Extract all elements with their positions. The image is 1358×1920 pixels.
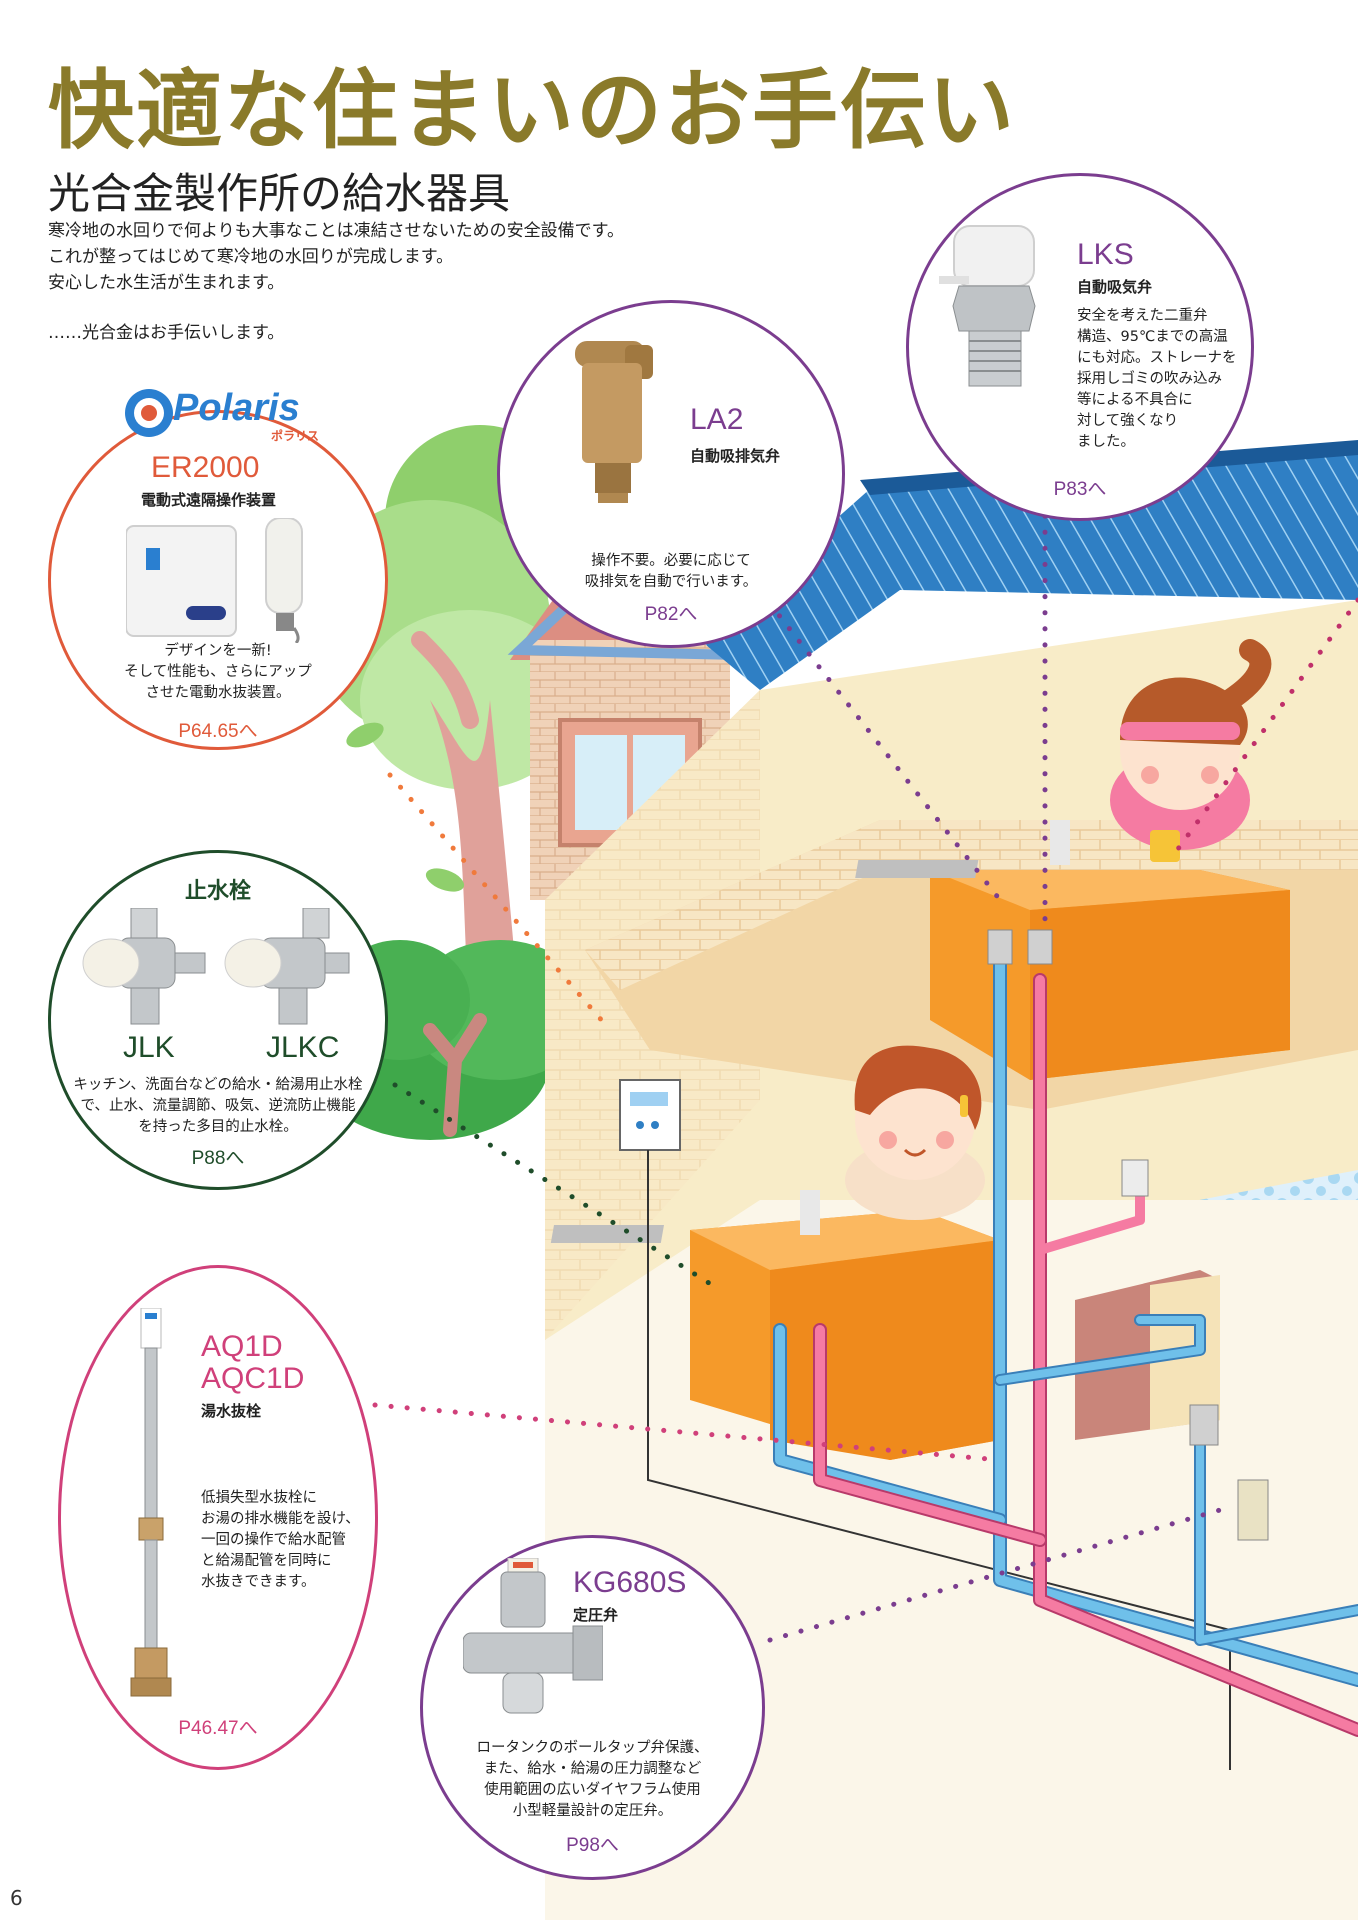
product-kind: 定圧弁 [573,1606,619,1624]
desc-line: 小型軽量設計の定圧弁。 [512,1803,673,1819]
intro-sign: ……光合金はお手伝いします。 [48,323,285,343]
polaris-logo: Polaris ポラリス [121,383,331,443]
page-title: 快適な住まいのお手伝い [48,61,1016,161]
desc-line: 水抜きできます。 [201,1574,316,1590]
aq1d-drain-valve-image [130,1308,172,1697]
product-description: 安全を考えた二重弁 構造、95℃までの高温 にも対応。ストレーナを 採用しゴミの… [1077,306,1237,453]
page-link[interactable]: P83へ [1053,479,1107,500]
page-link[interactable]: P64.65へ [178,721,258,742]
product-code-a: JLK [123,1031,175,1064]
product-code-b: JLKC [266,1031,340,1064]
kg680s-callout: KG680S 定圧弁 ロータンクのボールタップ弁保護、 また、給水・給湯の圧力調… [420,1535,765,1880]
intro-line: 寒冷地の水回りで何よりも大事なことは凍結させないための安全設備です。 [48,221,624,241]
jlk-stopcock-image [82,908,206,1025]
product-heading: 止水栓 [184,879,251,904]
desc-line: 等による不具合に [1077,392,1193,408]
desc-line: また、給水・給湯の圧力調整など [483,1761,702,1777]
lks-valve-image [939,225,1036,387]
section-subtitle: 光合金製作所の給水器具 [48,169,511,218]
polaris-wordmark: Polaris [173,387,300,429]
desc-line: 使用範囲の広いダイヤフラム使用 [484,1782,701,1798]
product-kind: 自動吸気弁 [1077,278,1153,296]
desc-line: と給湯配管を同時に [201,1553,332,1569]
desc-line: で、止水、流量調節、吸気、逆流防止機能 [80,1098,356,1114]
intro-paragraph: 寒冷地の水回りで何よりも大事なことは凍結させないための安全設備です。 これが整っ… [48,218,624,296]
aq1d-callout: AQ1D AQC1D 湯水抜栓 低損失型水抜栓に お湯の排水機能を設け、 一回の… [58,1265,378,1770]
page-link[interactable]: P88へ [191,1148,245,1169]
product-kind: 湯水抜栓 [201,1402,262,1420]
product-description: 操作不要。必要に応じて 吸排気を自動で行います。 [500,551,842,593]
product-kind: 電動式遠隔操作装置 [141,491,277,509]
desc-line: 操作不要。必要に応じて [591,553,751,569]
page-link[interactable]: P82へ [644,604,698,625]
er2000-controller-image [126,518,303,643]
desc-line: 構造、95℃までの高温 [1077,329,1228,345]
page-link[interactable]: P98へ [566,1835,619,1856]
product-description: デザインを一新! そして性能も、さらにアップ させた電動水抜装置。 [51,641,385,704]
er2000-callout: Polaris ポラリス ER2000 電動式遠隔操作装置 デザインを一新! そ… [48,387,388,750]
polaris-kana: ポラリス [271,429,320,443]
product-kind: 自動吸排気弁 [690,447,781,465]
lks-callout: LKS 自動吸気弁 安全を考えた二重弁 構造、95℃までの高温 にも対応。ストレ… [906,173,1254,521]
desc-line: そして性能も、さらにアップ [124,664,312,680]
kg680s-valve-image [463,1558,603,1714]
desc-line: にも対応。ストレーナを [1077,350,1237,366]
product-code: ER2000 [151,451,260,484]
product-code-a: AQ1D [201,1330,283,1363]
polaris-emblem-icon [125,389,173,437]
desc-line: 採用しゴミの吹み込み [1077,371,1222,387]
product-code: LA2 [690,403,744,436]
page-number: 6 [10,1886,23,1910]
desc-line: ました。 [1077,434,1135,450]
jlkc-stopcock-image [224,908,350,1025]
product-description: 低損失型水抜栓に お湯の排水機能を設け、 一回の操作で給水配管 と給湯配管を同時… [201,1488,360,1593]
desc-line: デザインを一新! [164,643,272,659]
la2-callout: LA2 自動吸排気弁 操作不要。必要に応じて 吸排気を自動で行います。 P82へ [497,300,845,648]
desc-line: お湯の排水機能を設け、 [201,1511,360,1527]
desc-line: を持った多目的止水栓。 [138,1119,298,1135]
page-link[interactable]: P46.47へ [178,1718,258,1739]
jlk-callout: 止水栓 JLK JLKC キッチン、洗面台などの給水・給湯用止水栓 で、止水、流… [48,850,388,1190]
la2-valve-image [575,341,653,503]
desc-line: させた電動水抜装置。 [145,685,291,701]
desc-line: キッチン、洗面台などの給水・給湯用止水栓 [73,1077,363,1093]
intro-line: これが整ってはじめて寒冷地の水回りが完成します。 [48,247,454,267]
desc-line: 低損失型水抜栓に [201,1490,317,1506]
intro-line: 安心した水生活が生まれます。 [48,273,285,293]
desc-line: 吸排気を自動で行います。 [584,574,758,590]
desc-line: 対して強くなり [1077,413,1179,429]
desc-line: 安全を考えた二重弁 [1077,308,1208,324]
product-description: キッチン、洗面台などの給水・給湯用止水栓 で、止水、流量調節、吸気、逆流防止機能… [51,1075,385,1138]
product-code: LKS [1077,238,1134,271]
product-code-b: AQC1D [201,1362,305,1395]
desc-line: ロータンクのボールタップ弁保護、 [476,1740,709,1756]
product-code: KG680S [573,1566,687,1599]
product-description: ロータンクのボールタップ弁保護、 また、給水・給湯の圧力調整など 使用範囲の広い… [423,1738,762,1822]
desc-line: 一回の操作で給水配管 [201,1532,346,1548]
